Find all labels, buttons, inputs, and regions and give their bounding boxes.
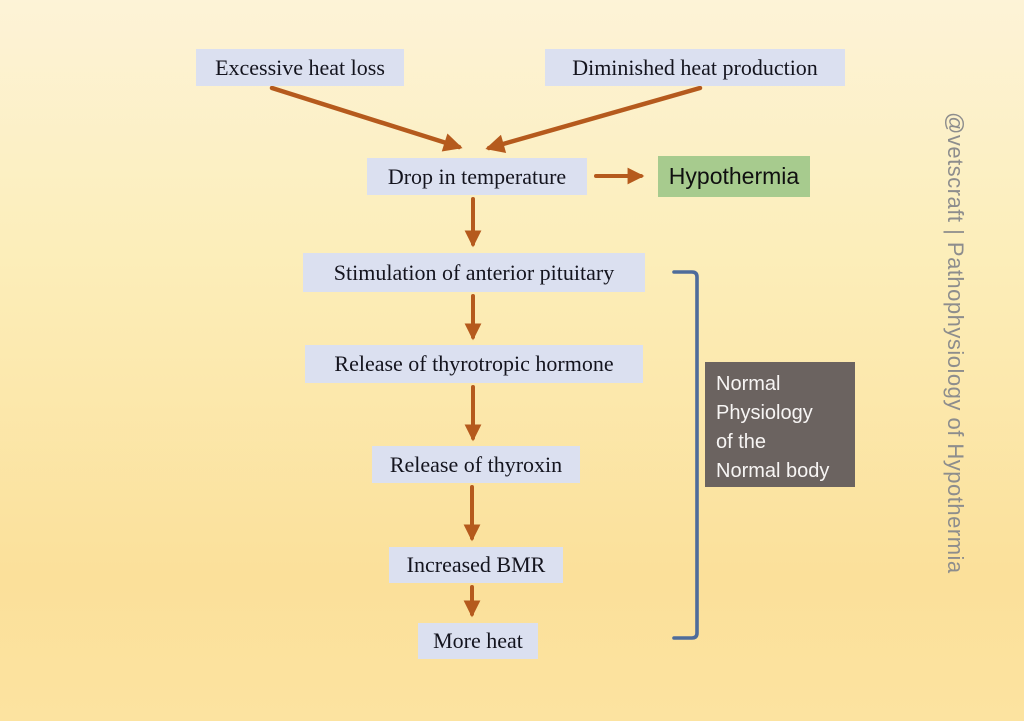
watermark: @vetscraft | Pathophysiology of Hypother… xyxy=(943,112,968,574)
group-bracket xyxy=(672,270,699,640)
normal-physiology-label-line: Normal body xyxy=(716,460,830,482)
node-more-heat: More heat xyxy=(418,623,538,659)
node-stimulation-anterior-pituitary: Stimulation of anterior pituitary xyxy=(303,253,645,292)
arrow-excessive-heat-loss-to-drop-in-temperature xyxy=(269,85,463,152)
normal-physiology-label-line: of the xyxy=(716,431,767,453)
normal-physiology-label-line: Physiology xyxy=(716,402,813,424)
node-hypothermia: Hypothermia xyxy=(658,156,810,197)
node-diminished-heat-production: Diminished heat production xyxy=(545,49,845,86)
node-release-thyrotropic-hormone: Release of thyrotropic hormone xyxy=(305,345,643,383)
node-drop-in-temperature: Drop in temperature xyxy=(367,158,587,195)
arrow-diminished-heat-production-to-drop-in-temperature xyxy=(485,85,703,153)
node-increased-bmr: Increased BMR xyxy=(389,547,563,583)
node-release-thyroxin: Release of thyroxin xyxy=(372,446,580,483)
node-excessive-heat-loss: Excessive heat loss xyxy=(196,49,404,86)
normal-physiology-label: Normal Physiology of the Normal body xyxy=(705,362,855,487)
normal-physiology-label-line: Normal xyxy=(716,373,781,395)
